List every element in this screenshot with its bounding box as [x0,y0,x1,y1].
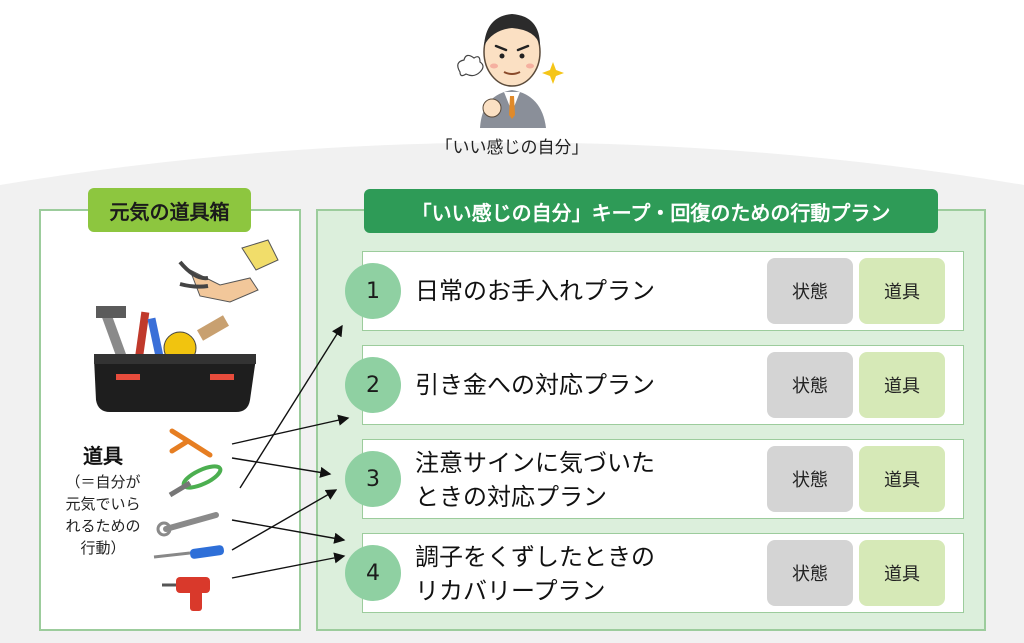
plan-title-line: 注意サインに気づいた [415,449,655,477]
plan-card-1: 1 日常のお手入れプラン 状態 道具 [345,251,964,331]
tools-description-line: 行動） [80,539,126,557]
plan-title-line: リカバリープラン [415,577,606,605]
plan-title: 調子をくずしたときの リカバリープラン [415,540,655,608]
state-tag: 状態 [767,258,853,324]
plan-title-line: 引き金への対応プラン [415,371,655,399]
wrench-icon [156,512,219,537]
plan-title-line: 日常のお手入れプラン [415,277,655,305]
state-tag: 状態 [767,540,853,606]
drill-icon [162,577,210,611]
plan-number: 1 [345,263,401,319]
tools-description-line: （＝自分が [65,473,141,491]
plan-number: 3 [345,451,401,507]
plan-title-line: 調子をくずしたときの [415,543,655,571]
tools-description-line: れるための [65,517,141,535]
tools-description: （＝自分が 元気でいら れるための 行動） [58,471,148,559]
plan-card-2: 2 引き金への対応プラン 状態 道具 [345,345,964,425]
state-tag: 状態 [767,446,853,512]
plan-title-line: ときの対応プラン [415,483,607,511]
pliers-green-icon [168,464,223,498]
state-tag: 状態 [767,352,853,418]
tools-description-line: 元気でいら [65,495,141,513]
plan-card-4: 4 調子をくずしたときの リカバリープラン 状態 道具 [345,533,964,613]
self-caption: 「いい感じの自分」 [435,138,589,158]
tool-tag: 道具 [859,540,945,606]
plan-title: 日常のお手入れプラン [415,274,655,308]
tools-heading: 道具 [83,444,123,468]
plan-title: 引き金への対応プラン [415,368,655,402]
plan-title: 注意サインに気づいた ときの対応プラン [415,446,655,514]
tool-tag: 道具 [859,446,945,512]
plan-card-3: 3 注意サインに気づいた ときの対応プラン 状態 道具 [345,439,964,519]
toolbox-title: 元気の道具箱 [88,188,251,232]
action-plan-title: 「いい感じの自分」キープ・回復のための行動プラン [364,189,938,233]
person-icon [457,14,564,128]
pliers-orange-icon [169,428,213,458]
plan-number: 4 [345,545,401,601]
tool-tag: 道具 [859,258,945,324]
tool-tag: 道具 [859,352,945,418]
tools-icons [153,428,225,611]
plan-number: 2 [345,357,401,413]
screwdriver-icon [153,545,225,559]
toolbox-illustration-icon [94,239,279,412]
tools-label: 道具 （＝自分が 元気でいら れるための 行動） [58,440,148,559]
